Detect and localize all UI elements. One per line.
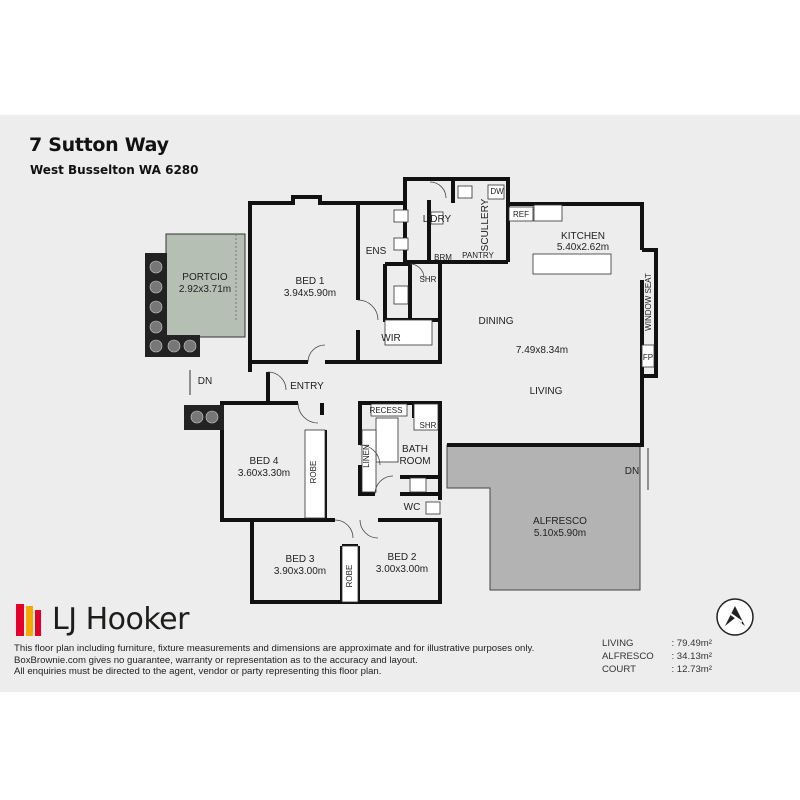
robe2-label: ROBE (345, 565, 354, 588)
planter-pots (149, 260, 197, 353)
bed3-label: BED 3 (286, 554, 315, 565)
bed4-label: BED 4 (250, 456, 279, 467)
kitchen-label: KITCHEN (561, 231, 605, 242)
brm-label: BRM (434, 253, 452, 262)
disclaimer-line: All enquiries must be directed to the ag… (14, 666, 382, 677)
dw-label: DW (490, 187, 504, 196)
walls (220, 177, 658, 604)
robe1-label: ROBE (309, 461, 318, 484)
portico (145, 233, 246, 357)
entry-label: ENTRY (290, 381, 324, 392)
bed3-size: 3.90x3.00m (274, 566, 326, 577)
laundry-label: L'DRY (423, 214, 452, 225)
fp-label: FP (643, 353, 653, 362)
disclaimer-line: This floor plan including furniture, fix… (14, 643, 535, 654)
dining-label: DINING (479, 316, 514, 327)
portico-label: PORTCIO (182, 272, 228, 283)
disclaimer-line: BoxBrownie.com gives no guarantee, warra… (14, 654, 418, 666)
area-label: ALFRESCO (602, 651, 654, 662)
pantry-label: PANTRY (462, 251, 494, 260)
portico-size: 2.92x3.71m (179, 284, 231, 295)
area-row-living: LIVING : 79.49m² (602, 637, 712, 650)
shr2-label: SHR (420, 421, 437, 430)
dn-label-alfresco: DN (625, 466, 639, 477)
area-summary: LIVING : 79.49m² ALFRESCO : 34.13m² COUR… (602, 637, 712, 676)
alfresco-label: ALFRESCO (533, 516, 587, 527)
window-seat-label: WINDOW SEAT (644, 273, 653, 331)
bath-label-2: ROOM (399, 456, 430, 467)
area-value: : 79.49m² (671, 638, 712, 649)
kitchen-size: 5.40x2.62m (557, 242, 609, 253)
alfresco-size: 5.10x5.90m (534, 528, 586, 539)
entry-planter (184, 405, 224, 430)
shr1-label: SHR (420, 275, 437, 284)
area-label: LIVING (602, 638, 634, 649)
bed1-label: BED 1 (296, 276, 325, 287)
area-row-alfresco: ALFRESCO : 34.13m² (602, 650, 712, 663)
step-down-arrows (189, 370, 649, 490)
disclaimer: This floor plan including furniture, fix… (14, 643, 574, 678)
recess-label: RECESS (370, 406, 403, 415)
bed4-size: 3.60x3.30m (238, 468, 290, 479)
property-address: 7 Sutton Way (29, 134, 169, 156)
bed2-label: BED 2 (388, 552, 417, 563)
ens-label: ENS (366, 246, 387, 257)
area-value: : 34.13m² (671, 651, 712, 662)
north-arrow-icon (716, 598, 754, 636)
living-label: LIVING (530, 386, 563, 397)
fixtures (304, 184, 655, 603)
scullery-label: SCULLERY (480, 198, 491, 251)
dn-label-entry: DN (198, 376, 212, 387)
wc-label: WC (404, 502, 421, 513)
area-row-court: COURT : 12.73m² (602, 663, 712, 676)
ref-label: REF (513, 210, 529, 219)
wir-label: WIR (381, 333, 400, 344)
living-size: 7.49x8.34m (516, 345, 568, 356)
brand-name: LJ Hooker (52, 602, 189, 637)
bed2-size: 3.00x3.00m (376, 564, 428, 575)
property-suburb: West Busselton WA 6280 (30, 163, 199, 177)
area-label: COURT (602, 664, 636, 675)
bath-label-1: BATH (402, 444, 428, 455)
linen-label: LINEN (362, 444, 371, 468)
area-value: : 12.73m² (671, 664, 712, 675)
bed1-size: 3.94x5.90m (284, 288, 336, 299)
lj-hooker-logo-icon (16, 604, 41, 636)
doors (267, 181, 447, 539)
